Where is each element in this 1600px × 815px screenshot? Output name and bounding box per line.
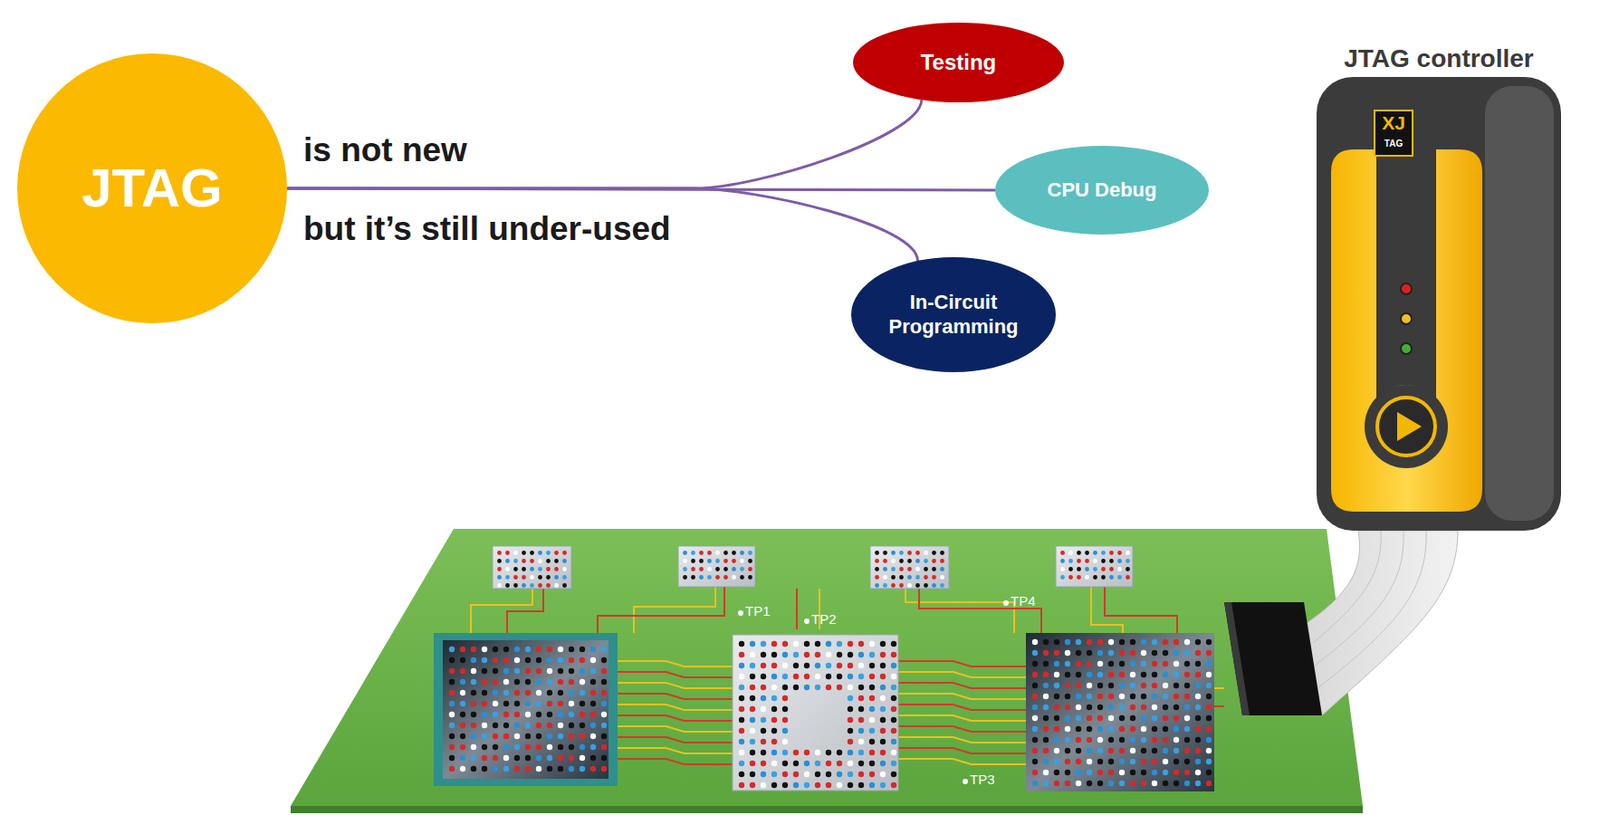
test-point: TP4 <box>1010 594 1036 610</box>
logo-text: TAG <box>1374 138 1413 149</box>
title-circle: JTAG <box>17 53 288 324</box>
tagline-text: is not new <box>303 132 468 170</box>
use-ellipse: In-Circuit Programming <box>851 257 1056 373</box>
use-ellipse: CPU Debug <box>995 145 1209 235</box>
device-label: JTAG controller <box>1316 45 1562 74</box>
node-text: CPU Debug <box>1047 178 1158 202</box>
test-point: TP3 <box>969 772 996 788</box>
logo-text: XJ <box>1374 112 1413 134</box>
node-text: Testing <box>920 49 997 77</box>
test-point: TP2 <box>811 612 837 628</box>
node-text: In-Circuit Programming <box>881 290 1026 339</box>
branch-line <box>287 188 918 261</box>
tagline-text: but it’s still under-used <box>303 210 671 249</box>
node-text: JTAG <box>81 155 223 221</box>
test-point: TP1 <box>745 603 771 620</box>
use-ellipse: Testing <box>852 22 1064 103</box>
branch-line <box>287 99 922 189</box>
